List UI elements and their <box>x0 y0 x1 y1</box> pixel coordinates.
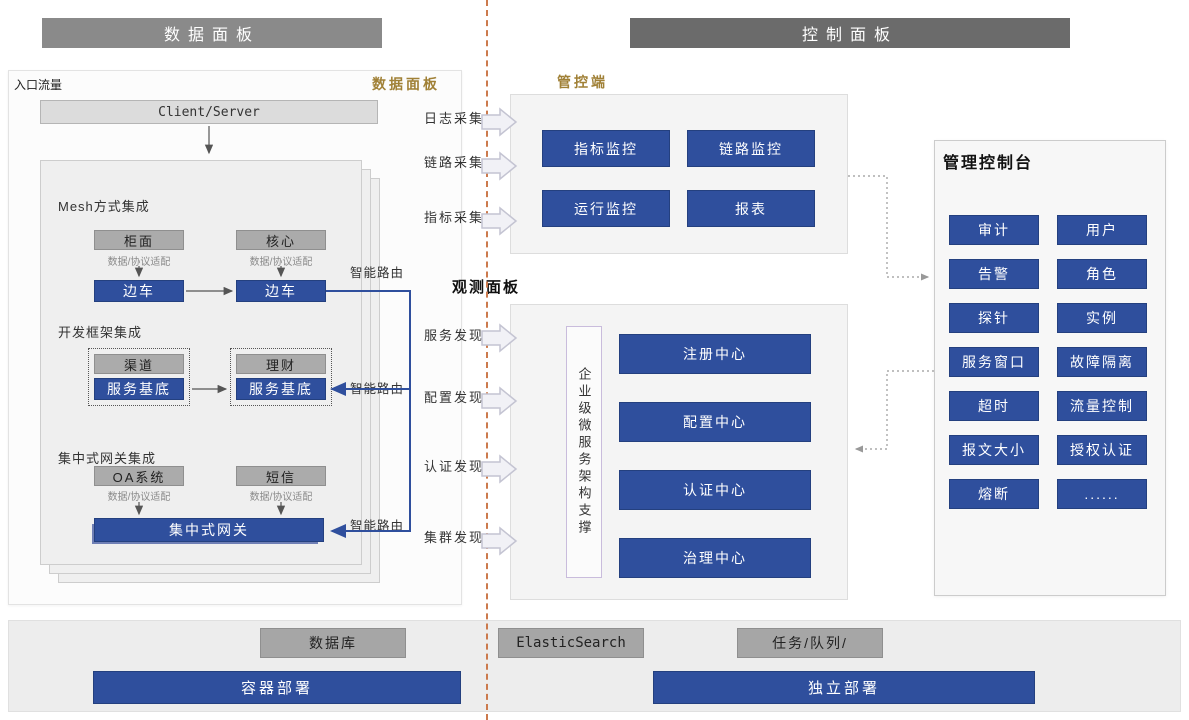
smart-route-label-2: 智能路由 <box>350 382 405 396</box>
control-panel-header: 控制面板 <box>630 18 1070 48</box>
governance-center-button[interactable]: 治理中心 <box>619 538 811 578</box>
client-server-bar: Client/Server <box>40 100 378 124</box>
management-console-title: 管理控制台 <box>943 155 1034 172</box>
packet-size-button[interactable]: 报文大小 <box>949 435 1039 465</box>
elasticsearch-bar: ElasticSearch <box>498 628 644 658</box>
standalone-deploy-bar: 独立部署 <box>653 671 1035 704</box>
auth-discover-label: 认证发现 <box>424 459 485 474</box>
trace-collect-label: 链路采集 <box>424 155 485 170</box>
registry-center-button[interactable]: 注册中心 <box>619 334 811 374</box>
oa-system-box: OA系统 <box>94 466 184 486</box>
user-button[interactable]: 用户 <box>1057 215 1147 245</box>
gateway-section-title: 集中式网关集成 <box>58 451 157 466</box>
runtime-monitor-button[interactable]: 运行监控 <box>542 190 670 227</box>
observe-panel-title: 观测面板 <box>452 279 521 296</box>
inlet-traffic-label: 入口流量 <box>14 78 63 92</box>
smart-route-label-3: 智能路由 <box>350 519 405 533</box>
console-button-grid: 审计 用户 告警 角色 探针 实例 服务窗口 故障隔离 超时 流量控制 报文大小… <box>949 215 1147 509</box>
metric-collect-label: 指标采集 <box>424 210 485 225</box>
sms-box: 短信 <box>236 466 326 486</box>
data-panel-title: 数据面板 <box>372 76 440 92</box>
control-end-title: 管控端 <box>557 74 608 90</box>
cluster-discover-label: 集群发现 <box>424 530 485 545</box>
panel-divider <box>486 0 488 720</box>
config-discover-label: 配置发现 <box>424 390 485 405</box>
service-base-box-2: 服务基底 <box>236 378 326 400</box>
alert-button[interactable]: 告警 <box>949 259 1039 289</box>
service-window-button[interactable]: 服务窗口 <box>949 347 1039 377</box>
management-console-panel: 管理控制台 审计 用户 告警 角色 探针 实例 服务窗口 故障隔离 超时 流量控… <box>934 140 1166 596</box>
probe-button[interactable]: 探针 <box>949 303 1039 333</box>
report-button[interactable]: 报表 <box>687 190 815 227</box>
gateway-adapter-label-1: 数据/协议适配 <box>107 492 171 503</box>
data-panel-header: 数据面板 <box>42 18 382 48</box>
framework-section-title: 开发框架集成 <box>58 325 143 340</box>
timeout-button[interactable]: 超时 <box>949 391 1039 421</box>
smart-route-label-1: 智能路由 <box>350 266 405 280</box>
task-queue-bar: 任务/队列/ <box>737 628 883 658</box>
monitor-panel <box>510 94 848 254</box>
wealth-group: 理财 服务基底 <box>230 348 332 406</box>
service-discover-label: 服务发现 <box>424 328 485 343</box>
gateway-adapter-label-2: 数据/协议适配 <box>249 492 313 503</box>
dotted-link-console-to-microservice <box>854 370 934 453</box>
wealth-box: 理财 <box>236 354 326 374</box>
auth-center-button[interactable]: 认证中心 <box>619 470 811 510</box>
role-button[interactable]: 角色 <box>1057 259 1147 289</box>
sidecar-box-1: 边车 <box>94 280 184 302</box>
circuit-break-button[interactable]: 熔断 <box>949 479 1039 509</box>
channel-group: 渠道 服务基底 <box>88 348 190 406</box>
mesh-section-title: Mesh方式集成 <box>58 199 150 214</box>
metric-monitor-button[interactable]: 指标监控 <box>542 130 670 167</box>
fault-isolation-button[interactable]: 故障隔离 <box>1057 347 1147 377</box>
config-center-button[interactable]: 配置中心 <box>619 402 811 442</box>
container-deploy-bar: 容器部署 <box>93 671 461 704</box>
more-button[interactable]: ...... <box>1057 479 1147 509</box>
channel-box: 渠道 <box>94 354 184 374</box>
flow-control-button[interactable]: 流量控制 <box>1057 391 1147 421</box>
sidecar-box-2: 边车 <box>236 280 326 302</box>
central-gateway-bar: 集中式网关 <box>94 518 324 542</box>
mesh-adapter-label-2: 数据/协议适配 <box>249 257 313 268</box>
log-collect-label: 日志采集 <box>424 111 485 126</box>
trace-monitor-button[interactable]: 链路监控 <box>687 130 815 167</box>
dotted-link-monitor-to-console <box>848 175 930 281</box>
database-bar: 数据库 <box>260 628 406 658</box>
audit-button[interactable]: 审计 <box>949 215 1039 245</box>
service-base-box-1: 服务基底 <box>94 378 184 400</box>
core-box: 核心 <box>236 230 326 250</box>
instance-button[interactable]: 实例 <box>1057 303 1147 333</box>
mesh-adapter-label-1: 数据/协议适配 <box>107 257 171 268</box>
enterprise-microservice-label: 企业级微服务架构支撑 <box>566 326 602 578</box>
counter-box: 柜面 <box>94 230 184 250</box>
authz-button[interactable]: 授权认证 <box>1057 435 1147 465</box>
